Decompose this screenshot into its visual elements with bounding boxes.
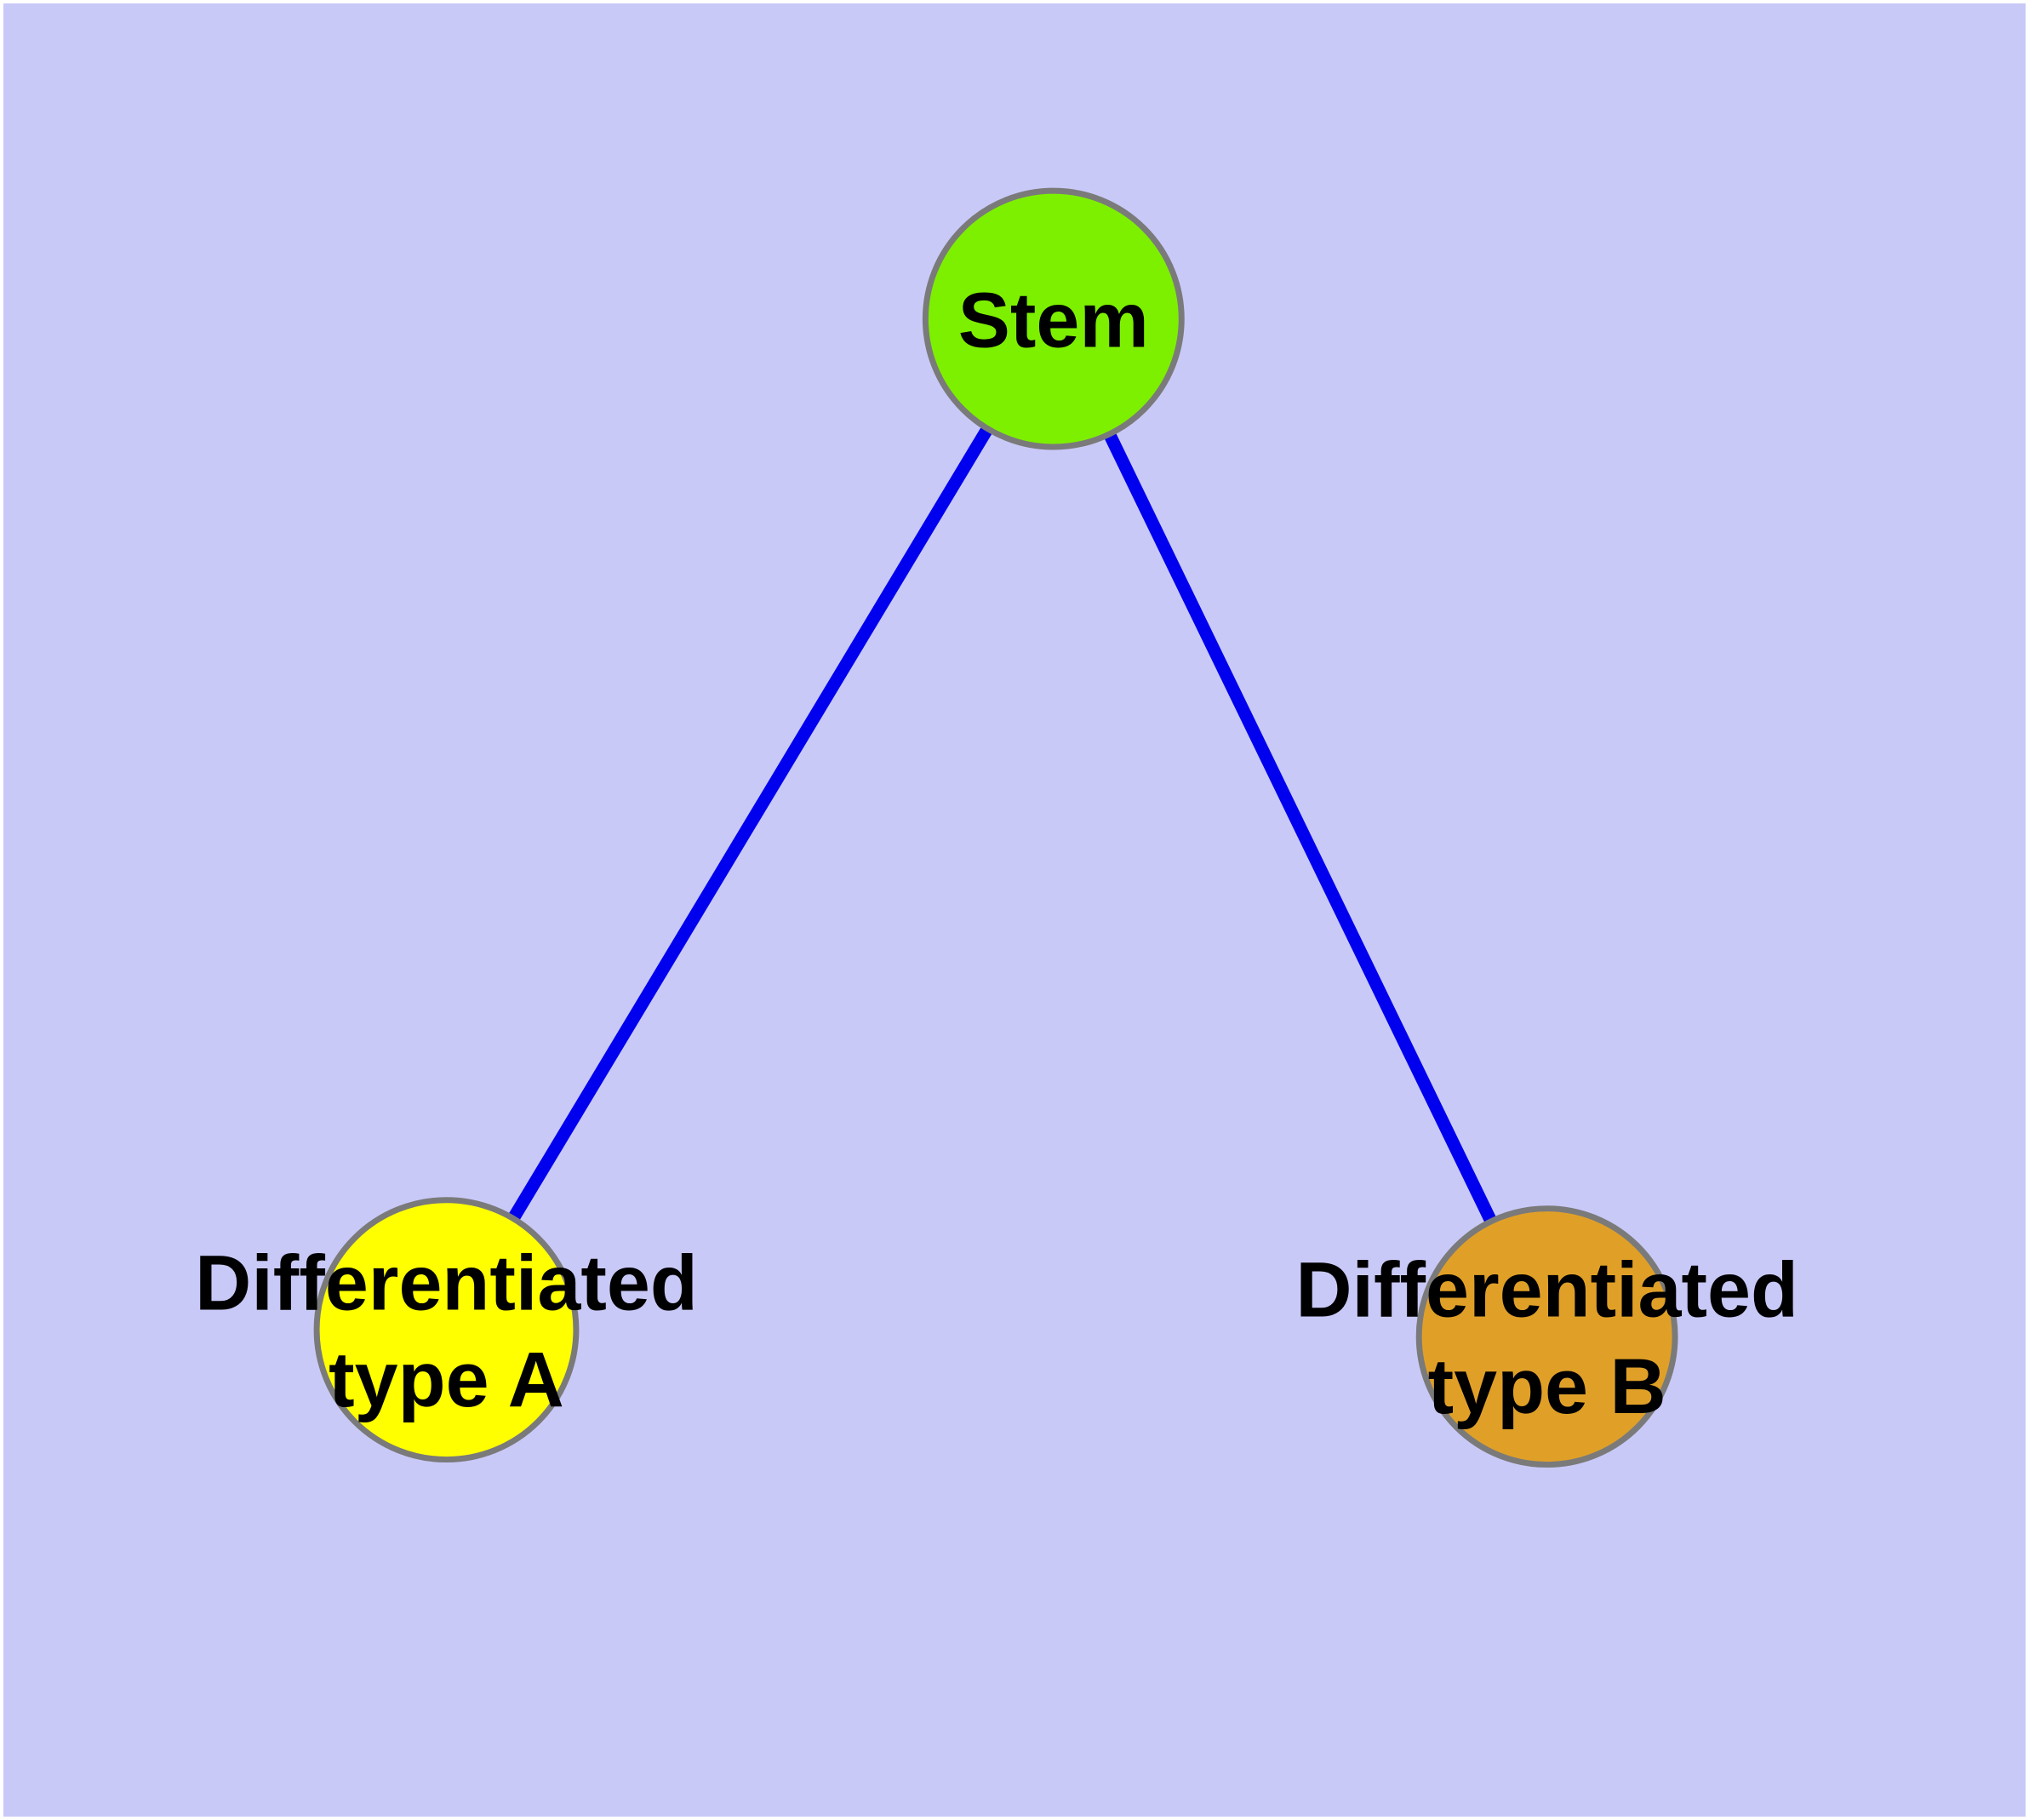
- node-diff-type-b: [1415, 1205, 1678, 1468]
- edge-stem-to-diff-type-b: [1048, 316, 1553, 1340]
- node-label-stem: Stem: [958, 278, 1149, 364]
- node-diff-type-a: [313, 1197, 580, 1463]
- node-stem: [922, 187, 1185, 450]
- edge-stem-to-diff-type-a: [441, 315, 1060, 1333]
